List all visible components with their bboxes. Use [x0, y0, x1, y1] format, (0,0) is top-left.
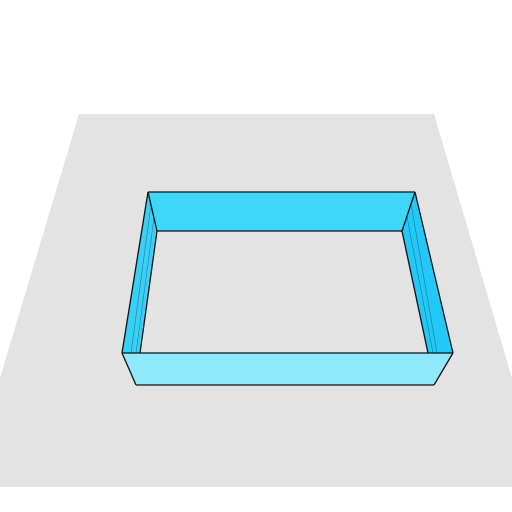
open-box	[121, 191, 454, 386]
box-left-wall	[122, 192, 157, 353]
left-wall-shade-1	[130, 204, 152, 354]
edge-left-inner	[139, 230, 158, 354]
edge-right-inner	[401, 230, 429, 354]
edge-front-left	[121, 352, 137, 386]
edge-right-corner	[401, 191, 416, 232]
edge-right-outer	[414, 191, 454, 354]
right-wall-shade-2	[406, 216, 434, 354]
box-edges	[121, 191, 454, 386]
box-inner-floor	[140, 231, 428, 353]
box-right-wall	[402, 192, 453, 353]
box-back-wall	[148, 192, 415, 231]
left-wall-shade-2	[135, 217, 155, 354]
right-wall-shade-1	[410, 203, 438, 354]
edge-front-right	[433, 352, 454, 386]
box-front-wall	[122, 353, 453, 385]
wall-shading	[130, 203, 438, 354]
edge-left-corner	[147, 191, 158, 232]
edge-left-outer	[121, 191, 149, 354]
